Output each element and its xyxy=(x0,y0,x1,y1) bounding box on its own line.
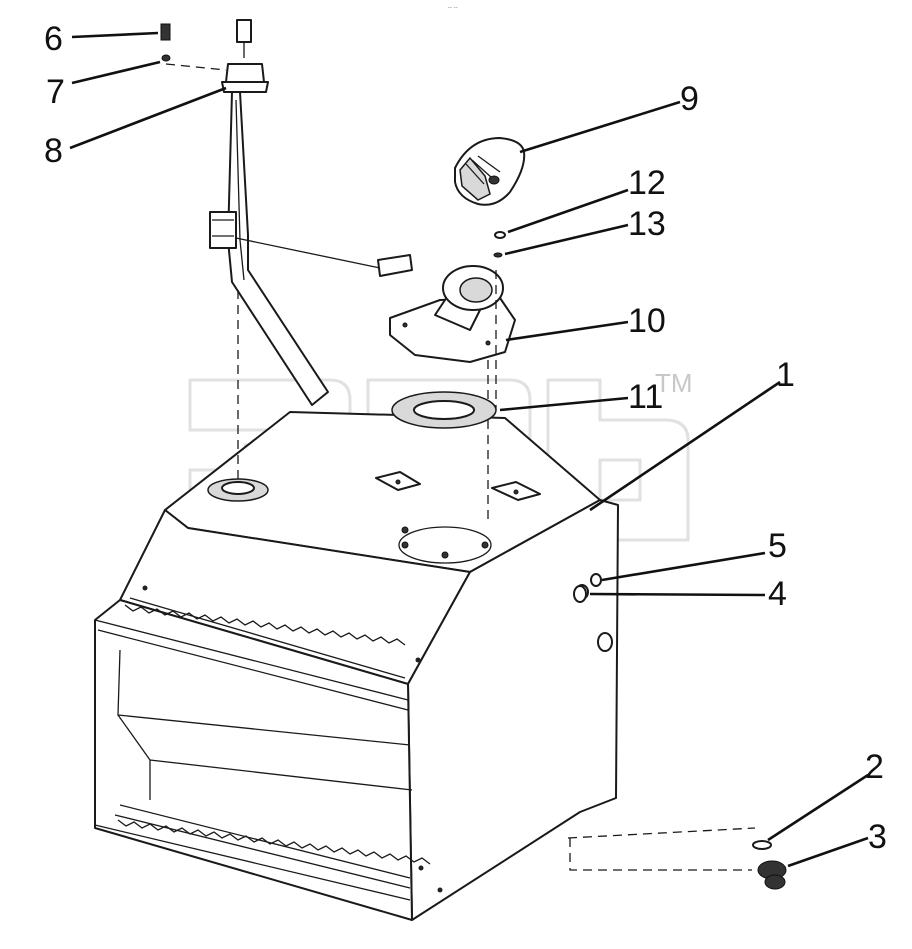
callout-labels: 6 7 8 9 12 13 10 11 1 5 4 2 3 xyxy=(44,20,887,856)
callout-4: 4 xyxy=(768,575,787,613)
sender-washer xyxy=(161,54,227,71)
fuel-level-sender xyxy=(209,19,413,480)
leader-12 xyxy=(507,188,629,234)
leader-5 xyxy=(601,551,766,582)
sender-screw xyxy=(160,23,171,41)
leader-10 xyxy=(505,320,629,342)
side-washer xyxy=(590,573,602,587)
leader-8 xyxy=(69,86,227,150)
callout-9: 9 xyxy=(680,80,699,118)
drain-washer xyxy=(752,840,772,850)
filler-gasket xyxy=(391,391,497,429)
top-mark: -- -- xyxy=(448,5,458,11)
leader-13 xyxy=(504,223,629,256)
leader-2 xyxy=(767,773,869,842)
leader-9 xyxy=(519,100,681,154)
callout-12: 12 xyxy=(628,164,666,202)
leader-7 xyxy=(71,60,161,85)
side-fitting xyxy=(573,585,587,603)
callout-3: 3 xyxy=(868,818,887,856)
leader-lines xyxy=(69,31,869,868)
leader-11 xyxy=(499,396,629,412)
callout-10: 10 xyxy=(628,302,666,340)
leader-3 xyxy=(787,836,869,868)
filler-cap xyxy=(454,137,526,206)
leader-4 xyxy=(589,592,766,597)
callout-5: 5 xyxy=(768,527,787,565)
neck-screw xyxy=(493,252,503,258)
drain-plug xyxy=(567,827,787,890)
callout-2: 2 xyxy=(865,748,884,786)
callout-6: 6 xyxy=(44,20,63,58)
neck-washer xyxy=(494,231,506,239)
callout-7: 7 xyxy=(46,73,65,111)
callout-8: 8 xyxy=(44,132,63,170)
callout-1: 1 xyxy=(776,356,795,394)
callout-11: 11 xyxy=(628,378,663,416)
filler-neck xyxy=(389,265,516,525)
callout-13: 13 xyxy=(628,205,666,243)
fuel-tank xyxy=(94,411,619,921)
leader-6 xyxy=(71,31,159,39)
watermark-trademark: TM xyxy=(655,368,693,398)
leader-1 xyxy=(589,380,781,512)
